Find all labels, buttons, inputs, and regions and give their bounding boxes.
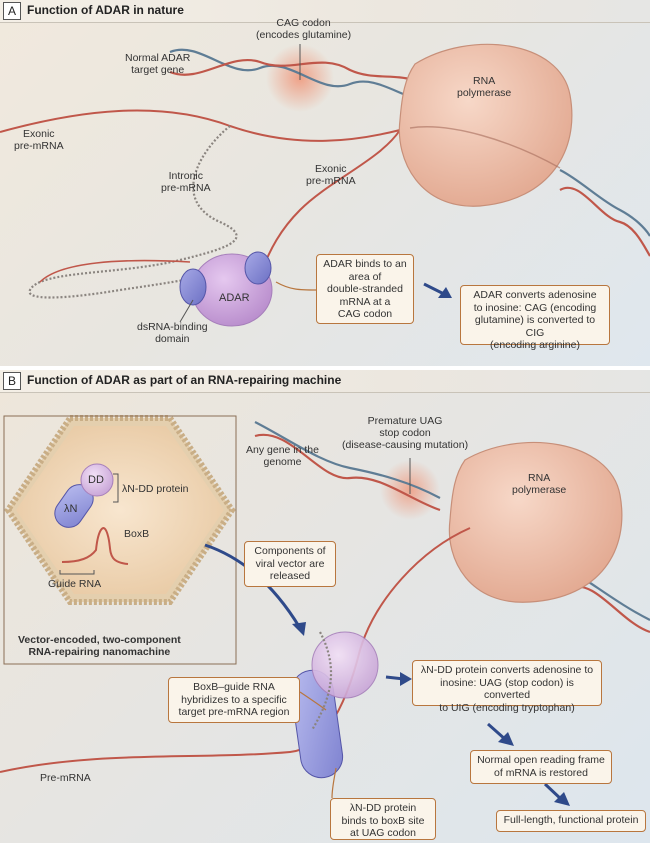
panel-b-title: Function of ADAR as part of an RNA-repai… (27, 373, 342, 387)
binds-boxb-pointer (331, 767, 337, 799)
binds-callout-pointer (275, 281, 317, 291)
label-dd: DD (88, 474, 104, 486)
panel-b-letter: B (3, 372, 21, 390)
dd-on-mrna (311, 631, 379, 699)
dd-domain (80, 463, 114, 497)
inset-frame (3, 415, 237, 665)
label-adar: ADAR (219, 292, 250, 304)
viral-vector-interior (16, 426, 224, 594)
label-lambda-dd-protein: λN-DD protein (122, 483, 189, 495)
panel-a-illustration (0, 43, 650, 327)
label-boxb: BoxB (124, 528, 150, 540)
box-full-length-protein: Full-length, functional protein (496, 810, 646, 832)
label-lambda-n: λN (64, 503, 78, 515)
panel-b-illustration (0, 415, 650, 806)
panel-a-header: A Function of ADAR in nature (0, 0, 650, 23)
panel-b: B Function of ADAR as part of an RNA-rep… (0, 368, 650, 843)
hybridizes-pointer (299, 691, 327, 711)
dsrna-binding-domain-right (244, 251, 272, 285)
panel-a-letter: A (3, 2, 21, 20)
dsrna-binding-domain-left (179, 268, 207, 306)
exonic-pre-mrna-right (261, 129, 401, 271)
panel-a: A Function of ADAR in nature CAG codon(e… (0, 0, 650, 366)
rna-polymerase-b (448, 442, 623, 603)
rna-polymerase-a (398, 43, 573, 207)
process-arrow-a (423, 282, 445, 296)
label-guide-rna: Guide RNA (48, 578, 102, 590)
label-cag-codon: CAG codon(encodes glutamine) (256, 17, 352, 41)
panel-b-header: B Function of ADAR as part of an RNA-rep… (0, 370, 650, 393)
dna-helix (169, 48, 650, 257)
guide-rna-bracket (59, 570, 95, 575)
panel-a-title: Function of ADAR in nature (27, 3, 184, 17)
label-pre-mrna: Pre-mRNA (40, 772, 91, 784)
intron-strand (39, 259, 191, 283)
guide-rna-boxb (61, 527, 129, 565)
dsrna-pointer (179, 299, 194, 323)
lambda-dd-bracket (113, 473, 119, 503)
guide-rna-hybrid (311, 631, 333, 731)
lambda-n-on-mrna (290, 669, 344, 779)
